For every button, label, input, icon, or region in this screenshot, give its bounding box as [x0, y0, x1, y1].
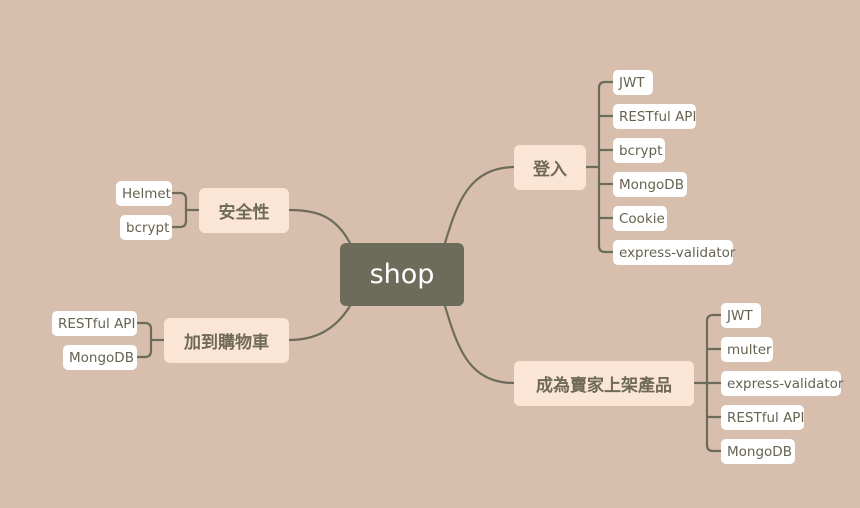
bracket-login-arm-5: [597, 244, 615, 254]
bracket-cart-arm-0: [135, 321, 153, 331]
leaf-seller-multer[interactable]: multer: [721, 337, 773, 362]
bracket-security-arm-1: [170, 219, 188, 229]
leaf-login-cookie[interactable]: Cookie: [613, 206, 667, 231]
link-root-seller: [443, 304, 516, 385]
link-root-login: [443, 165, 516, 245]
bracket-cart-arm-1: [135, 349, 153, 359]
leaf-seller-jwt[interactable]: JWT: [721, 303, 761, 328]
link-root-security: [287, 208, 352, 245]
leaf-cart-mongodb[interactable]: MongoDB: [63, 345, 137, 370]
leaf-seller-express-validator[interactable]: express-validator: [721, 371, 843, 396]
branch-login[interactable]: 登入: [514, 145, 586, 190]
bracket-seller-arm-4: [705, 443, 723, 453]
leaf-login-bcrypt[interactable]: bcrypt: [613, 138, 665, 163]
leaf-seller-mongodb[interactable]: MongoDB: [721, 439, 795, 464]
leaf-login-jwt[interactable]: JWT: [613, 70, 653, 95]
branch-become-seller[interactable]: 成為賣家上架產品: [514, 361, 694, 406]
link-root-cart: [287, 304, 352, 342]
bracket-login-arm-0: [597, 80, 615, 90]
root-node-shop[interactable]: shop: [340, 243, 464, 306]
branch-security[interactable]: 安全性: [199, 188, 289, 233]
bracket-security-arm-0: [170, 191, 188, 201]
bracket-seller-arm-0: [705, 313, 723, 323]
leaf-security-helmet[interactable]: Helmet: [116, 181, 172, 206]
leaf-login-restful-api[interactable]: RESTful API: [613, 104, 696, 129]
leaf-cart-restful-api[interactable]: RESTful API: [52, 311, 137, 336]
branch-add-to-cart[interactable]: 加到購物車: [164, 318, 289, 363]
leaf-login-mongodb[interactable]: MongoDB: [613, 172, 687, 197]
leaf-security-bcrypt[interactable]: bcrypt: [120, 215, 172, 240]
leaf-seller-restful-api[interactable]: RESTful API: [721, 405, 804, 430]
leaf-login-express-validator[interactable]: express-validator: [613, 240, 735, 265]
